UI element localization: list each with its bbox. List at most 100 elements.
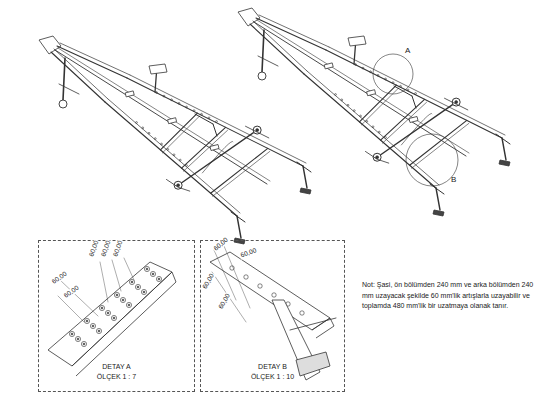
crossmember <box>162 116 199 153</box>
detail-frame: DETAY BÖLÇEK 1 : 10 <box>200 240 345 392</box>
crossmember <box>182 127 226 168</box>
rail-hole <box>353 110 355 112</box>
beam-hole <box>272 293 276 297</box>
beam-hole <box>128 304 130 306</box>
jockey-wheel <box>59 100 67 108</box>
extension-line <box>124 258 134 280</box>
rear-bracket <box>496 134 510 144</box>
extension-line <box>100 262 108 302</box>
rail-hole <box>216 121 218 123</box>
detail-a-drawing <box>48 258 176 376</box>
stand-foot <box>499 160 510 166</box>
crossmember <box>213 151 270 196</box>
dimension-text: 60,00 <box>239 247 258 259</box>
beam-hole <box>111 315 116 320</box>
crossmember <box>184 130 228 171</box>
rail-hole <box>179 159 181 161</box>
beam-hole <box>86 320 88 322</box>
side-rail <box>60 43 130 75</box>
keel-roller <box>210 145 219 151</box>
keel-roller <box>168 118 177 124</box>
beam-hole <box>230 266 234 270</box>
rail-hole <box>171 99 173 101</box>
trailer-chassis <box>39 36 311 244</box>
rail-hole <box>201 113 203 115</box>
wheel-hub <box>253 126 261 134</box>
dimension-text: 60,00 <box>212 236 230 253</box>
dimension-text: 60,00 <box>62 284 81 300</box>
beam-hole <box>77 338 79 340</box>
beam-hole <box>116 294 118 296</box>
keel-roller <box>324 63 333 69</box>
jockey-clamp <box>258 56 278 66</box>
dimension-text: 60,00 <box>217 292 232 311</box>
beam-hole <box>71 333 73 335</box>
dimension-text: 60,00 <box>88 239 100 258</box>
beam-flange <box>72 272 176 376</box>
dimension-line <box>60 280 98 316</box>
note-text: Not: Şasi, ön bölümden 240 mm ve arka bö… <box>362 280 534 312</box>
beam-hole <box>129 279 134 284</box>
beam-hole <box>84 318 89 323</box>
beam-hole <box>158 278 160 280</box>
beam-hole <box>90 323 95 328</box>
rail-hole <box>142 127 144 129</box>
centre-beam <box>257 20 469 153</box>
beam-hole <box>122 299 124 301</box>
dimension-text: 60,00 <box>50 270 69 286</box>
beam-hole <box>146 268 148 270</box>
dimension-line <box>58 296 84 322</box>
detail-title: DETAY A <box>102 362 130 371</box>
jockey-post <box>262 30 264 72</box>
dimension-line <box>212 272 246 322</box>
detail-callout: B <box>450 176 457 184</box>
rail-hole <box>193 110 195 112</box>
beam-hole <box>83 343 85 345</box>
axle <box>377 102 456 157</box>
beam-hole <box>81 341 86 346</box>
detail-scale: ÖLÇEK 1 : 10 <box>251 372 294 381</box>
detail-circle-b <box>406 134 458 186</box>
rail-hole <box>407 89 409 91</box>
perforated-beam <box>48 262 172 366</box>
beam-hole <box>152 273 154 275</box>
beam-hole <box>92 325 94 327</box>
beam-hole <box>150 271 155 276</box>
rail-hole <box>378 131 380 133</box>
beam-hole <box>107 312 109 314</box>
rail-hole <box>377 74 379 76</box>
winch <box>348 36 366 46</box>
axle <box>178 130 257 185</box>
dimension-text: 60,00 <box>100 239 112 258</box>
crossmember <box>211 148 268 193</box>
leaf-spring <box>166 179 190 191</box>
beam-hole <box>144 266 149 271</box>
rear-bracket <box>297 162 311 172</box>
leaf-spring <box>444 98 468 110</box>
dimension-text: 60,00 <box>112 239 124 258</box>
rear-bracket <box>231 212 245 222</box>
stand-foot <box>296 352 330 376</box>
leaf-spring <box>245 126 269 138</box>
beam-hole <box>300 311 304 315</box>
beam-hole <box>258 284 262 288</box>
rail-hole <box>370 71 372 73</box>
rail-hole <box>366 120 368 122</box>
side-rail <box>259 15 329 47</box>
centre-beam <box>55 50 267 184</box>
beam-hole <box>131 281 133 283</box>
rail-hole <box>372 126 374 128</box>
side-rail <box>304 74 436 188</box>
extension-line <box>112 260 121 291</box>
centre-beam <box>254 22 466 156</box>
beam-hole <box>135 284 140 289</box>
trailer-chassis <box>238 8 510 216</box>
rail-hole <box>360 115 362 117</box>
jockey-clamp <box>59 84 79 94</box>
cross-tube <box>290 318 336 330</box>
rail-hole <box>178 102 180 104</box>
crossmember <box>412 123 469 168</box>
rail-hole <box>208 117 210 119</box>
rail-hole <box>362 67 364 69</box>
